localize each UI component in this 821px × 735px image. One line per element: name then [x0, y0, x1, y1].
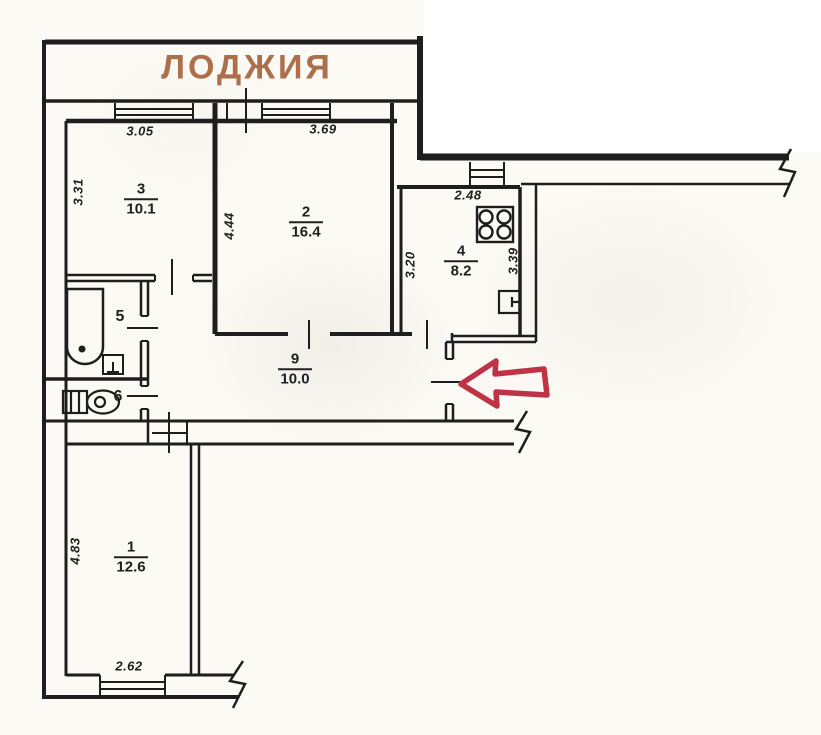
room-4-height-left-dim: 3.20: [402, 251, 418, 279]
room-5-number: 5: [115, 308, 125, 325]
room-9-label: 9 10.0: [278, 351, 312, 387]
room-2-rule: [289, 221, 323, 223]
exterior-walls: [42, 36, 789, 699]
room-2-number: 2: [301, 203, 311, 221]
entrance-arrow-icon: [458, 358, 550, 409]
window-symbols: [99, 88, 505, 697]
room-4-area: 8.2: [450, 262, 472, 279]
room-1-label: 1 12.6: [114, 539, 148, 575]
outside-area: [424, 0, 821, 153]
room-6-number: 6: [113, 388, 123, 405]
room-3-label: 3 10.1: [124, 181, 158, 217]
room-1-number: 1: [126, 538, 136, 556]
loggia-label: ЛОДЖИЯ: [161, 48, 333, 87]
room-3-rule: [124, 198, 158, 200]
stove-icon: [475, 205, 515, 244]
toilet-icon: [61, 389, 121, 415]
room-2-width-dim: 3.69: [309, 121, 337, 137]
kitchen-sink-icon: [497, 289, 522, 315]
room-2-height-dim: 4.44: [221, 212, 237, 240]
room-4-height-right-dim: 3.39: [505, 247, 521, 275]
room-3-width-dim: 3.05: [126, 123, 154, 139]
room-1-height-dim: 4.83: [67, 537, 83, 565]
room-3-number: 3: [136, 180, 146, 198]
room-1-width-dim: 2.62: [115, 658, 143, 674]
room-3-area: 10.1: [126, 200, 156, 217]
room-4-rule: [444, 260, 478, 262]
room-4-width-dim: 2.48: [454, 187, 482, 203]
room-9-rule: [278, 368, 312, 370]
room-1-area: 12.6: [116, 558, 146, 575]
room-4-label: 4 8.2: [444, 243, 478, 279]
wall-break-symbols: [227, 148, 797, 709]
room-3-height-dim: 3.31: [70, 178, 86, 206]
room-2-area: 16.4: [291, 223, 321, 240]
room-4-number: 4: [456, 242, 466, 260]
room-1-rule: [114, 556, 148, 558]
room-9-area: 10.0: [280, 370, 310, 387]
bathtub-icon: [65, 287, 105, 366]
room-2-label: 2 16.4: [289, 204, 323, 240]
interior-walls: [45, 103, 536, 675]
door-tick-marks: [127, 259, 468, 453]
room-9-number: 9: [290, 350, 300, 368]
bathroom-sink-icon: [102, 354, 124, 375]
